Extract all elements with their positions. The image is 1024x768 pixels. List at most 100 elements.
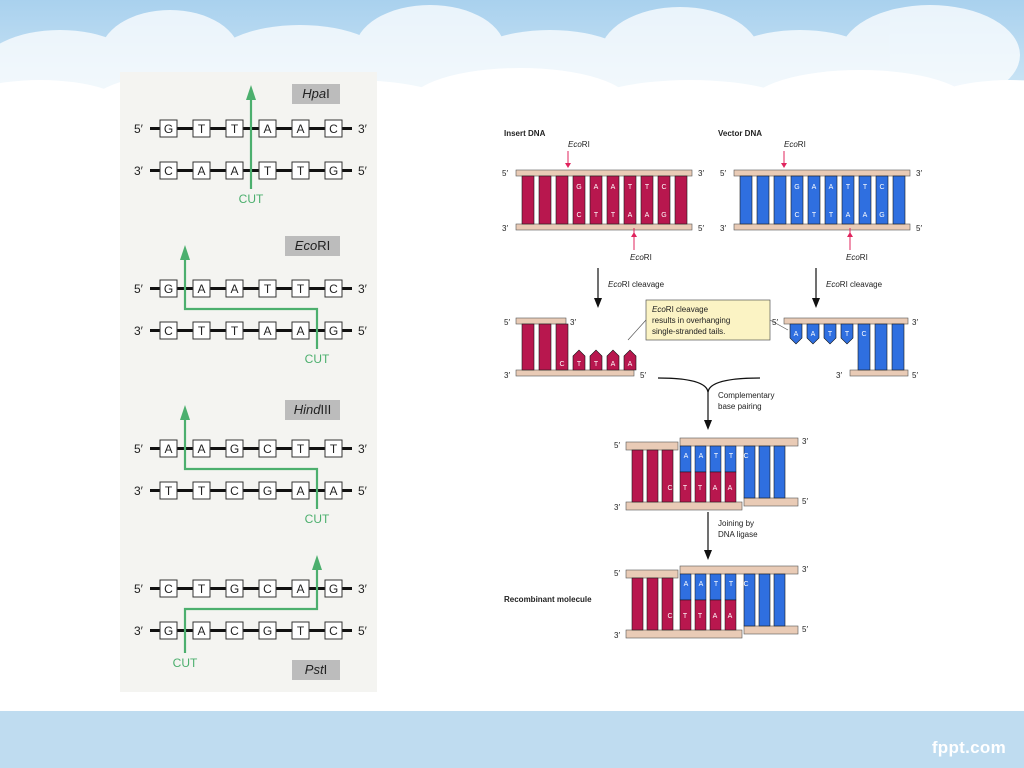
enzyme-tag-suffix: RI	[798, 140, 806, 149]
strand-end-right: 5′	[358, 624, 368, 638]
overhang-tail	[840, 323, 854, 345]
paired-bottom-backbone-vector	[743, 497, 799, 507]
cut-label: CUT	[173, 656, 198, 670]
base-box	[192, 439, 211, 458]
base-letter: T	[729, 581, 734, 588]
base-box	[225, 579, 244, 598]
strand-end: 5′	[916, 224, 922, 233]
base-letter: T	[297, 282, 305, 296]
base-letter: G	[164, 282, 173, 296]
cut-label: CUT	[305, 352, 330, 366]
base-box	[159, 279, 178, 298]
cut-vector-bottom-backbone	[849, 369, 909, 377]
base-box	[192, 119, 211, 138]
overhang-tail	[623, 349, 637, 371]
base-letter: A	[197, 624, 205, 638]
base-bar	[606, 175, 620, 225]
brand-text: fppt.com	[931, 738, 1006, 757]
base-letter: T	[231, 122, 239, 136]
enzyme-name-suffix: I	[326, 86, 330, 101]
base-letter: A	[684, 581, 689, 588]
base-letter: T	[828, 331, 833, 338]
footer-band: fppt.com	[0, 711, 1024, 768]
strand-end: 5′	[614, 441, 620, 450]
strand-end: 3′	[614, 503, 620, 512]
paired-bottom-backbone-insert	[625, 501, 743, 511]
base-letter: A	[699, 453, 704, 460]
base-letter: G	[164, 122, 173, 136]
base-box	[324, 279, 343, 298]
base-letter: C	[263, 582, 272, 596]
base-letter: C	[329, 282, 338, 296]
base-bar	[555, 175, 569, 225]
base-bar	[646, 449, 659, 503]
base-letter: A	[863, 212, 868, 219]
base-letter: G	[329, 164, 338, 178]
callout-line-1: EcoRI cleavage	[652, 305, 709, 314]
enzyme-tag-italic: Eco	[608, 280, 622, 289]
base-letter: A	[684, 453, 689, 460]
backbone-bottom	[733, 223, 911, 231]
base-bar	[646, 577, 659, 631]
base-bar	[841, 175, 855, 225]
base-box	[225, 621, 244, 640]
enzyme-name-italic: Pst	[305, 662, 325, 677]
base-letter: G	[661, 212, 666, 219]
complementary-line-2: base pairing	[718, 402, 762, 411]
cut-arrowhead	[180, 405, 190, 420]
vector-cleavage-arrowhead	[812, 298, 820, 308]
base-letter: G	[576, 184, 581, 191]
base-box	[225, 481, 244, 500]
base-letter: C	[230, 624, 239, 638]
base-letter: C	[263, 442, 272, 456]
base-letter: C	[861, 331, 866, 338]
base-box	[159, 439, 178, 458]
base-box	[192, 621, 211, 640]
cut-arrowhead	[180, 245, 190, 260]
base-box	[258, 481, 277, 500]
base-letter: C	[794, 212, 799, 219]
enzyme-label-box	[292, 660, 340, 680]
enzyme-label-box	[292, 84, 340, 104]
strand-end-right: 5′	[358, 484, 368, 498]
strand-end: 3′	[720, 224, 726, 233]
paired-insert-bottom	[724, 471, 737, 503]
insert-cleavage-arrowhead	[594, 298, 602, 308]
base-letter: T	[594, 212, 599, 219]
base-letter: A	[263, 324, 271, 338]
base-letter: T	[198, 324, 206, 338]
paired-insert-bottom	[724, 599, 737, 631]
enzyme-tag-italic: Eco	[784, 140, 798, 149]
strand-end-left: 5′	[134, 582, 144, 596]
backbone-bottom	[515, 223, 693, 231]
base-letter: T	[683, 485, 688, 492]
cut-path	[183, 560, 319, 653]
base-letter: C	[329, 624, 338, 638]
base-letter: T	[683, 613, 688, 620]
base-box	[324, 439, 343, 458]
base-letter: C	[230, 484, 239, 498]
strand-end: 5′	[640, 371, 646, 380]
site-arrowhead	[631, 232, 637, 237]
strand-end: 3′	[570, 318, 576, 327]
base-bar	[589, 175, 603, 225]
base-letter: A	[699, 581, 704, 588]
base-bar	[756, 175, 770, 225]
base-bar	[657, 175, 671, 225]
strand-end: 5′	[720, 169, 726, 178]
vector-dna-label: Vector DNA	[718, 129, 762, 138]
paired-insert-bottom	[694, 599, 707, 631]
recombinant-molecule-label: Recombinant molecule	[504, 595, 592, 604]
base-letter: A	[728, 613, 733, 620]
base-bar	[891, 323, 905, 371]
enzyme-tag: EcoRI cleavage	[826, 280, 883, 289]
base-bar	[773, 175, 787, 225]
strand-end: 3′	[502, 224, 508, 233]
overhang-tail	[823, 323, 837, 345]
base-bar	[743, 445, 756, 499]
enzyme-tag-suffix: RI cleavage	[622, 280, 665, 289]
callout-pointer-left	[627, 319, 647, 341]
base-bar	[623, 175, 637, 225]
